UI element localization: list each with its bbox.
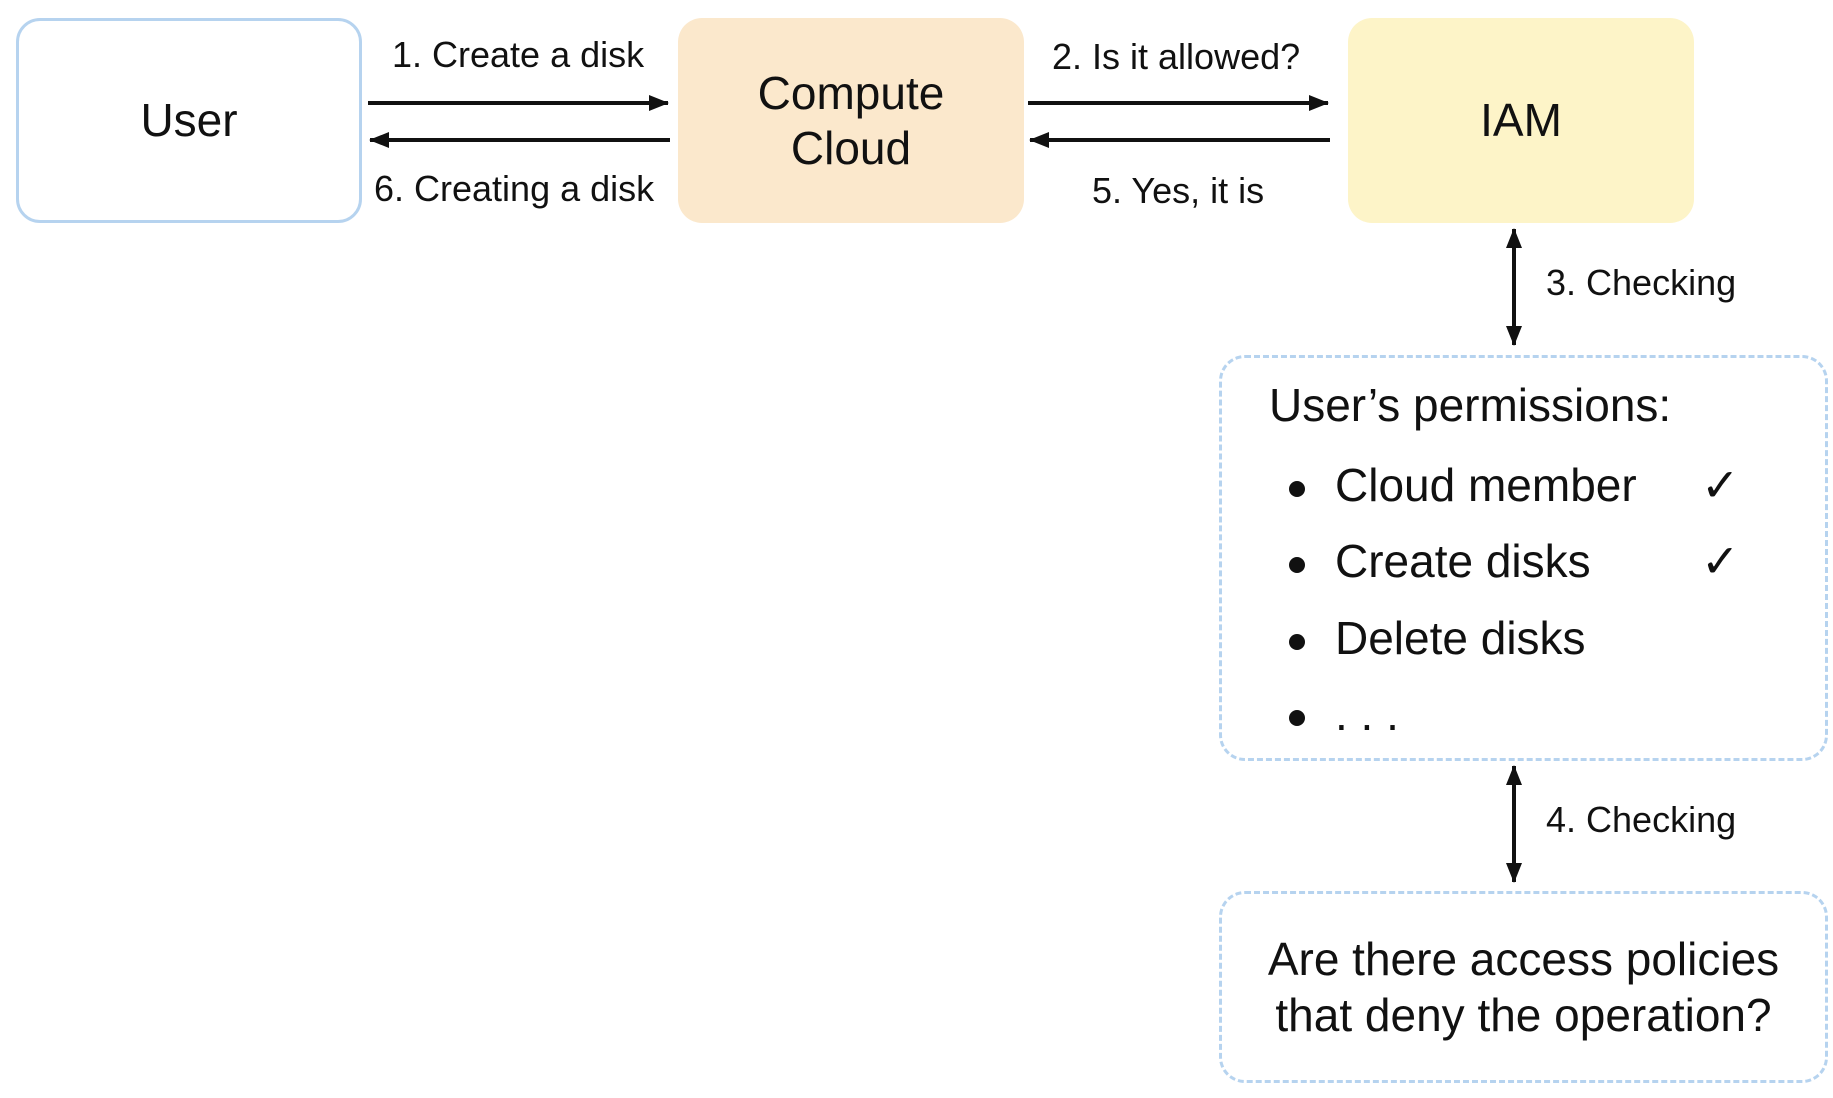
permission-item: Cloud member ✓ — [1289, 455, 1769, 515]
user-node: User — [16, 18, 362, 223]
edge-label-checking-4: 4. Checking — [1546, 799, 1737, 840]
iam-node: IAM — [1348, 18, 1694, 223]
access-policy-line2: that deny the operation? — [1275, 989, 1772, 1041]
permission-item: Delete disks — [1289, 608, 1769, 668]
edge-label-is-allowed: 2. Is it allowed? — [1052, 36, 1301, 77]
bullet-icon — [1289, 557, 1305, 573]
access-policy-line1: Are there access policies — [1267, 932, 1780, 985]
edge-label-creating-disk: 6. Creating a disk — [374, 168, 655, 209]
permission-label: . . . — [1335, 688, 1399, 740]
permissions-title: User’s permissions: — [1269, 379, 1672, 431]
user-node-label: User — [140, 94, 238, 147]
permission-item: Create disks ✓ — [1289, 531, 1769, 591]
bullet-icon — [1289, 634, 1305, 650]
bullet-icon — [1289, 481, 1305, 497]
bullet-icon — [1289, 710, 1305, 726]
edge-label-checking-3: 3. Checking — [1546, 262, 1737, 303]
compute-cloud-label-line1: Compute — [757, 67, 945, 120]
permission-label: Cloud member — [1335, 459, 1637, 511]
compute-cloud-label-line2: Cloud — [790, 121, 912, 174]
access-policy-box: Are there access policies that deny the … — [1219, 891, 1828, 1083]
iam-node-label: IAM — [1480, 94, 1562, 147]
checkmark-icon: ✓ — [1701, 534, 1740, 588]
checkmark-icon: ✓ — [1701, 458, 1740, 512]
edge-label-yes-it-is: 5. Yes, it is — [1092, 170, 1265, 211]
permission-label: Create disks — [1335, 535, 1591, 587]
permission-item: . . . — [1289, 684, 1769, 744]
permission-label: Delete disks — [1335, 612, 1586, 664]
edge-label-create-disk: 1. Create a disk — [392, 34, 645, 75]
permissions-box: User’s permissions: Cloud member ✓ Creat… — [1219, 355, 1828, 761]
compute-cloud-node: Compute Cloud — [678, 18, 1024, 223]
